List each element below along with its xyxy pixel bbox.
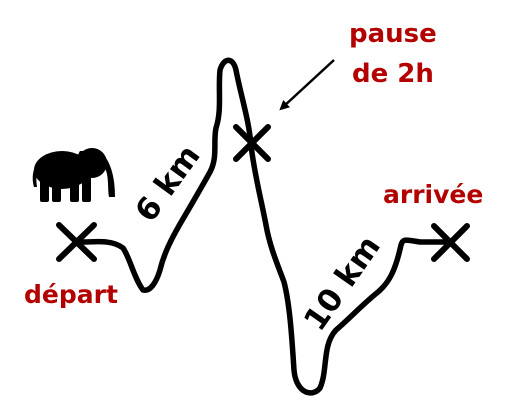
pause-label-line2: de 2h <box>352 59 434 89</box>
start-cross-marker-icon <box>56 222 97 262</box>
start-label: départ <box>24 280 118 309</box>
elephant-icon <box>32 148 115 202</box>
arrival-label: arrivée <box>383 180 483 209</box>
segment1-distance-label: 6 km <box>128 139 207 229</box>
pause-cross-marker-icon <box>233 124 271 162</box>
pause-arrow-icon <box>279 59 335 111</box>
pause-label-line1: pause <box>349 19 437 49</box>
arrival-cross-marker-icon <box>431 223 470 262</box>
route-path <box>74 57 454 396</box>
